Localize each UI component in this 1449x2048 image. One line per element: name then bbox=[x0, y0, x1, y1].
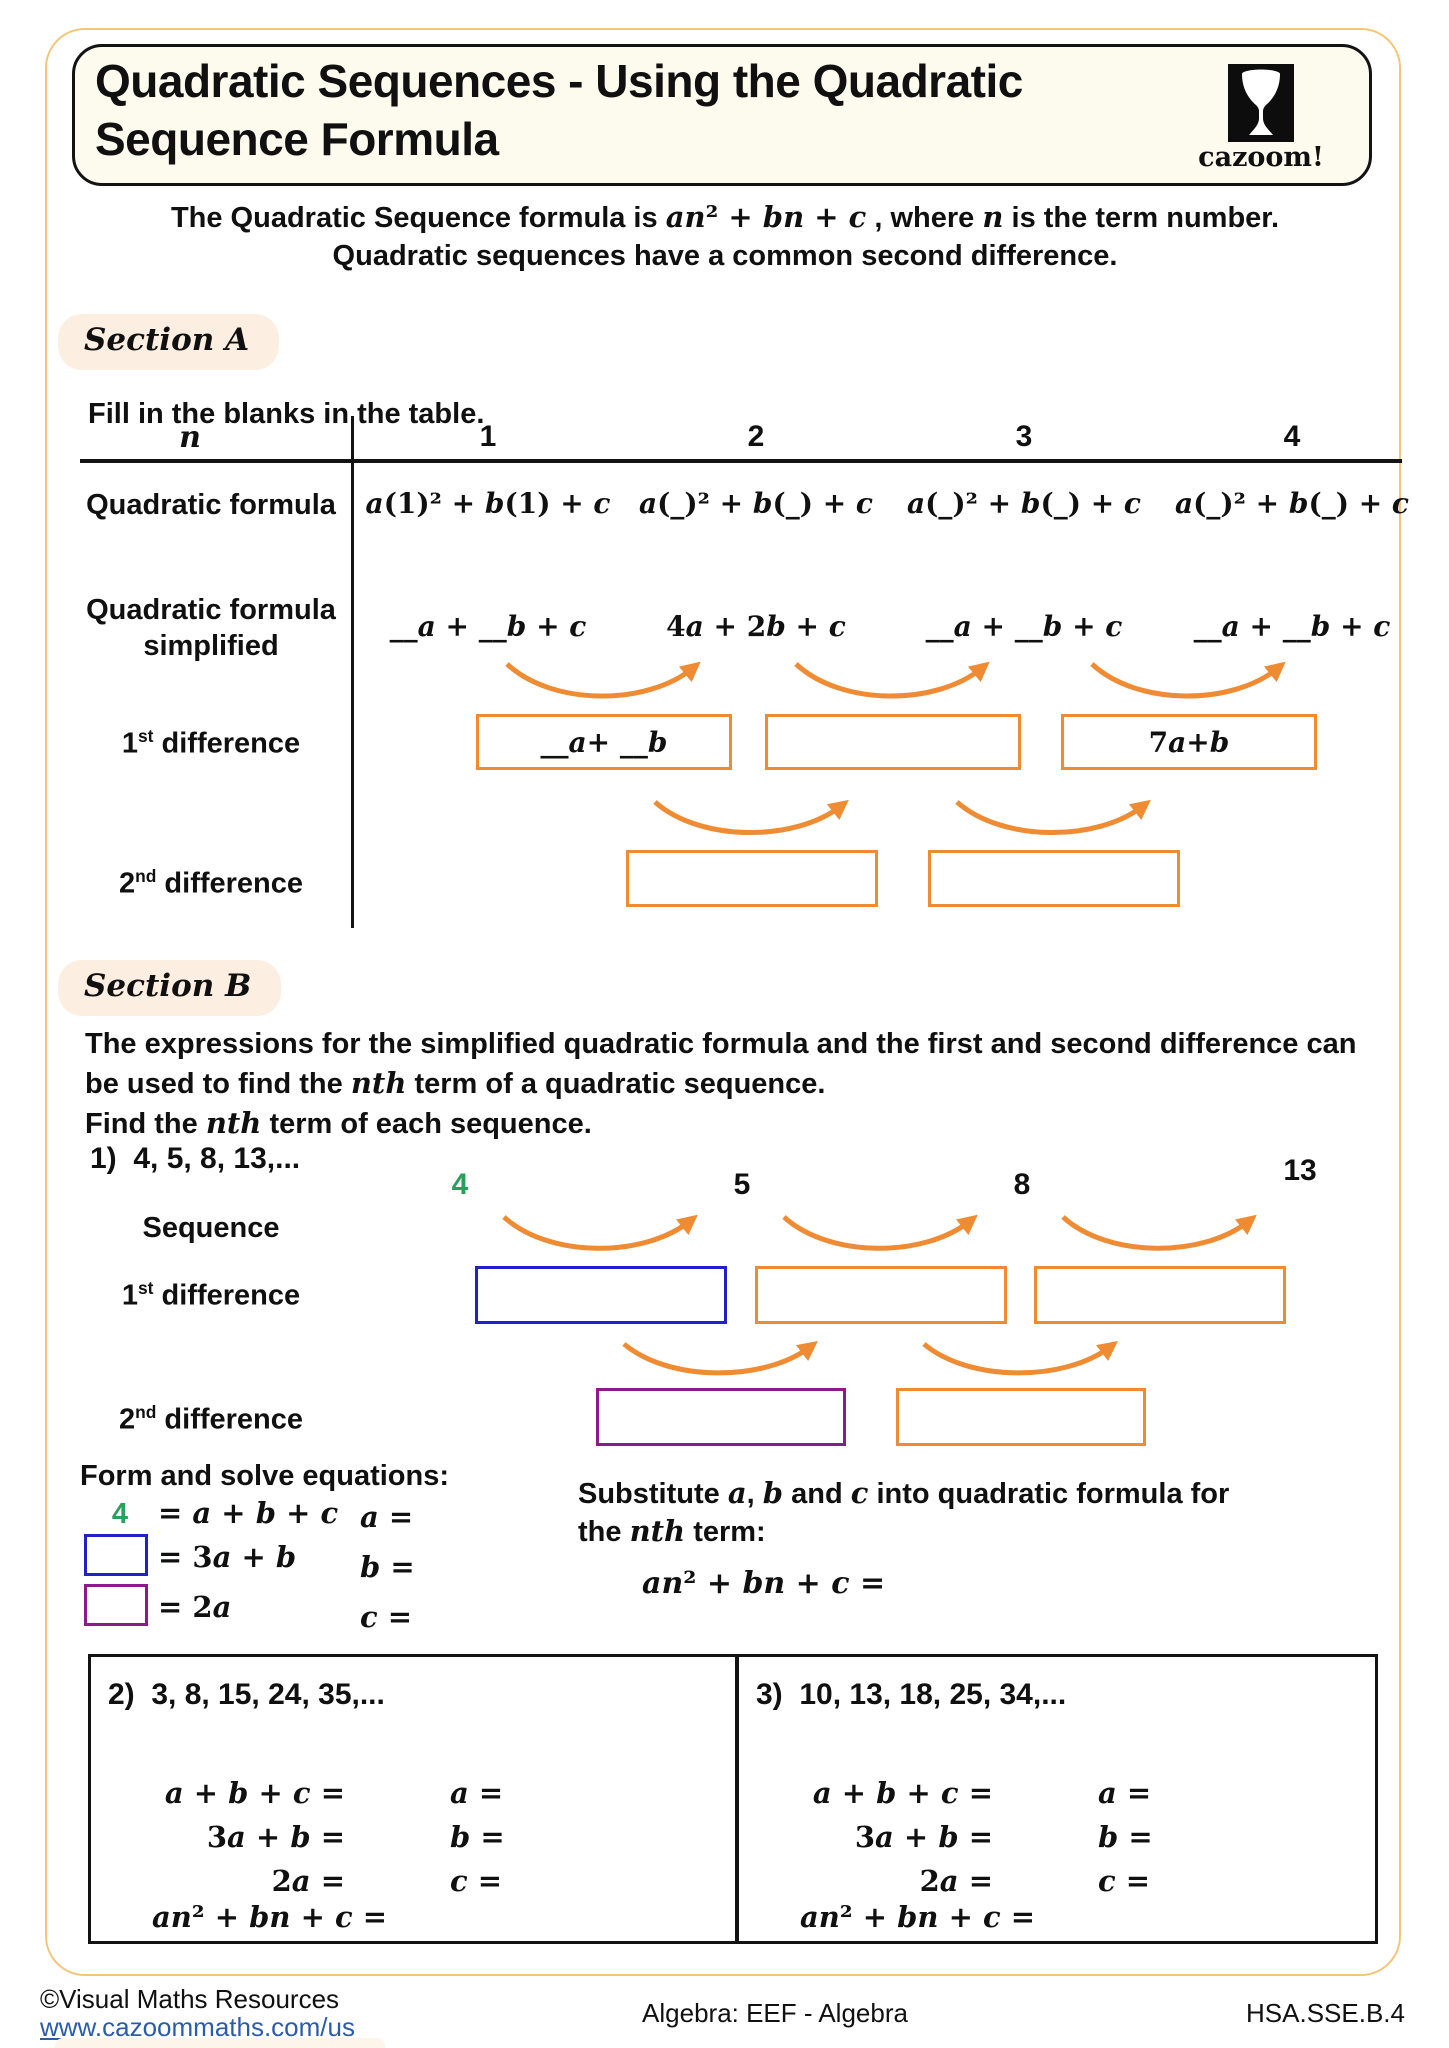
p1-first-difference-box-3[interactable] bbox=[1034, 1266, 1286, 1324]
simp-cell-1: __a + __b + c bbox=[389, 610, 587, 643]
p3-formula: an² + bn + c = bbox=[800, 1900, 1036, 1934]
cazoom-drum-icon bbox=[1228, 64, 1294, 142]
curved-arrow-icon bbox=[922, 1340, 1118, 1376]
section-a-instruction: Fill in the blanks in the table. bbox=[88, 398, 485, 430]
row-label-second-difference: 2nd difference bbox=[118, 866, 304, 900]
row-label-quadratic-formula: Quadratic formula bbox=[86, 489, 336, 521]
simp-cell-4: __a + __b + c bbox=[1193, 610, 1391, 643]
p2-eq2: 3a + b = bbox=[206, 1820, 345, 1854]
eq2-lhs-answer-box[interactable] bbox=[84, 1534, 148, 1576]
eq3-lhs-answer-box[interactable] bbox=[84, 1584, 148, 1626]
simp-cell-3: __a + __b + c bbox=[925, 610, 1123, 643]
section-a-badge: Section A bbox=[58, 314, 280, 370]
sequence-value-1: 4 bbox=[451, 1168, 469, 1201]
qf-cell-4: a(_)² + b(_) + c bbox=[1175, 487, 1409, 520]
sol-c: c = bbox=[360, 1600, 413, 1634]
cazoommaths-link[interactable]: www.cazoommaths.com/us bbox=[40, 2012, 355, 2042]
curved-arrow-icon bbox=[1061, 1214, 1257, 1251]
section-b-intro-line3: Find the nth term of each sequence. bbox=[85, 1106, 592, 1140]
table-header-n: n bbox=[179, 420, 201, 455]
table-header-3: 3 bbox=[1015, 420, 1033, 453]
second-difference-answer-box-1[interactable] bbox=[626, 850, 878, 907]
row-label-simplified-line2: simplified bbox=[143, 630, 279, 662]
qf-cell-1: a(1)² + b(1) + c bbox=[365, 487, 611, 520]
curved-arrow-icon bbox=[782, 1214, 978, 1251]
p3-sol-b: b = bbox=[1098, 1820, 1153, 1854]
p2-formula: an² + bn + c = bbox=[152, 1900, 388, 1934]
intro-line2: Quadratic sequences have a common second… bbox=[332, 240, 1118, 272]
curved-arrow-icon bbox=[955, 799, 1151, 835]
sol-a: a = bbox=[360, 1500, 414, 1534]
footer-decoration bbox=[55, 2038, 385, 2048]
substitute-formula: an² + bn + c = bbox=[642, 1566, 886, 1601]
p1-first-difference-box-2[interactable] bbox=[755, 1266, 1007, 1324]
curved-arrow-icon bbox=[1090, 661, 1286, 699]
p2-sol-a: a = bbox=[450, 1776, 504, 1810]
curved-arrow-icon bbox=[653, 799, 849, 835]
p3-eq2: 3a + b = bbox=[854, 1820, 993, 1854]
row-label-first-difference: 1st difference bbox=[121, 726, 301, 760]
problem2-heading: 2) 3, 8, 15, 24, 35,... bbox=[108, 1678, 385, 1711]
table-header-1: 1 bbox=[479, 420, 497, 453]
page-title-line1: Quadratic Sequences - Using the Quadrati… bbox=[95, 55, 1023, 107]
qf-cell-2: a(_)² + b(_) + c bbox=[639, 487, 873, 520]
table-header-2: 2 bbox=[747, 420, 765, 453]
curved-arrow-icon bbox=[794, 661, 990, 699]
table-horizontal-rule bbox=[80, 459, 1402, 463]
sequence-row-label: Sequence bbox=[142, 1212, 280, 1244]
footer-category: Algebra: EEF - Algebra bbox=[642, 1998, 908, 2028]
p3-eq3: 2a = bbox=[919, 1864, 993, 1898]
p1-second-difference-box-purple[interactable] bbox=[596, 1388, 846, 1446]
p3-eq1: a + b + c = bbox=[812, 1776, 993, 1810]
page-border bbox=[45, 28, 1401, 1976]
p2-sol-c: c = bbox=[450, 1864, 503, 1898]
sequence-value-4: 13 bbox=[1283, 1154, 1317, 1187]
form-solve-heading: Form and solve equations: bbox=[80, 1460, 449, 1492]
p2-sol-b: b = bbox=[450, 1820, 505, 1854]
problem1-heading: 1) 4, 5, 8, 13,... bbox=[90, 1142, 301, 1175]
section-b-badge: Section B bbox=[58, 960, 282, 1016]
p1-second-difference-label: 2nd difference bbox=[118, 1402, 304, 1436]
curved-arrow-icon bbox=[502, 1214, 698, 1251]
sol-b: b = bbox=[360, 1550, 415, 1584]
intro-line1: The Quadratic Sequence formula is an² + … bbox=[170, 200, 1280, 234]
problems-box-divider bbox=[735, 1654, 739, 1944]
problem3-heading: 3) 10, 13, 18, 25, 34,... bbox=[756, 1678, 1067, 1711]
sequence-value-2: 5 bbox=[733, 1168, 751, 1201]
page-title-line2: Sequence Formula bbox=[95, 113, 499, 165]
footer-standard-code: HSA.SSE.B.4 bbox=[1246, 1998, 1405, 2028]
p3-sol-c: c = bbox=[1098, 1864, 1151, 1898]
header-box bbox=[72, 44, 1372, 186]
cazoom-logo-text: cazoom! bbox=[1198, 142, 1324, 173]
p1-first-difference-label: 1st difference bbox=[121, 1278, 301, 1312]
p1-second-difference-box-2[interactable] bbox=[896, 1388, 1146, 1446]
p1-first-difference-box-blue[interactable] bbox=[475, 1266, 727, 1324]
page-title: Quadratic Sequences - Using the Quadrati… bbox=[95, 52, 1215, 168]
table-vertical-rule bbox=[351, 416, 354, 928]
first-difference-answer-box-2[interactable] bbox=[765, 714, 1021, 770]
row-label-simplified-line1: Quadratic formula bbox=[86, 594, 336, 626]
table-header-4: 4 bbox=[1283, 420, 1301, 453]
p2-eq3: 2a = bbox=[271, 1864, 345, 1898]
eq1-text: = a + b + c bbox=[158, 1496, 339, 1530]
substitute-line2: the nth term: bbox=[578, 1514, 766, 1548]
section-b-intro-line2: be used to find the nth term of a quadra… bbox=[85, 1066, 826, 1100]
copyright-text: ©Visual Maths Resources bbox=[40, 1984, 340, 2014]
eq3-text: = 2a bbox=[158, 1590, 232, 1624]
p2-eq1: a + b + c = bbox=[164, 1776, 345, 1810]
second-difference-answer-box-2[interactable] bbox=[928, 850, 1180, 907]
simp-cell-2: 4a + 2b + c bbox=[666, 610, 846, 643]
qf-cell-3: a(_)² + b(_) + c bbox=[907, 487, 1141, 520]
sequence-value-3: 8 bbox=[1013, 1168, 1031, 1201]
eq2-text: = 3a + b bbox=[158, 1540, 297, 1574]
p3-sol-a: a = bbox=[1098, 1776, 1152, 1810]
substitute-line1: Substitute a, b and c into quadratic for… bbox=[578, 1476, 1230, 1510]
curved-arrow-icon bbox=[622, 1340, 818, 1376]
eq1-lhs-value: 4 bbox=[111, 1498, 129, 1530]
first-difference-answer-box-1[interactable]: __a + __b bbox=[476, 714, 732, 770]
problems-box bbox=[88, 1654, 1378, 1944]
section-b-intro-line1: The expressions for the simplified quadr… bbox=[85, 1028, 1357, 1060]
curved-arrow-icon bbox=[505, 661, 701, 699]
